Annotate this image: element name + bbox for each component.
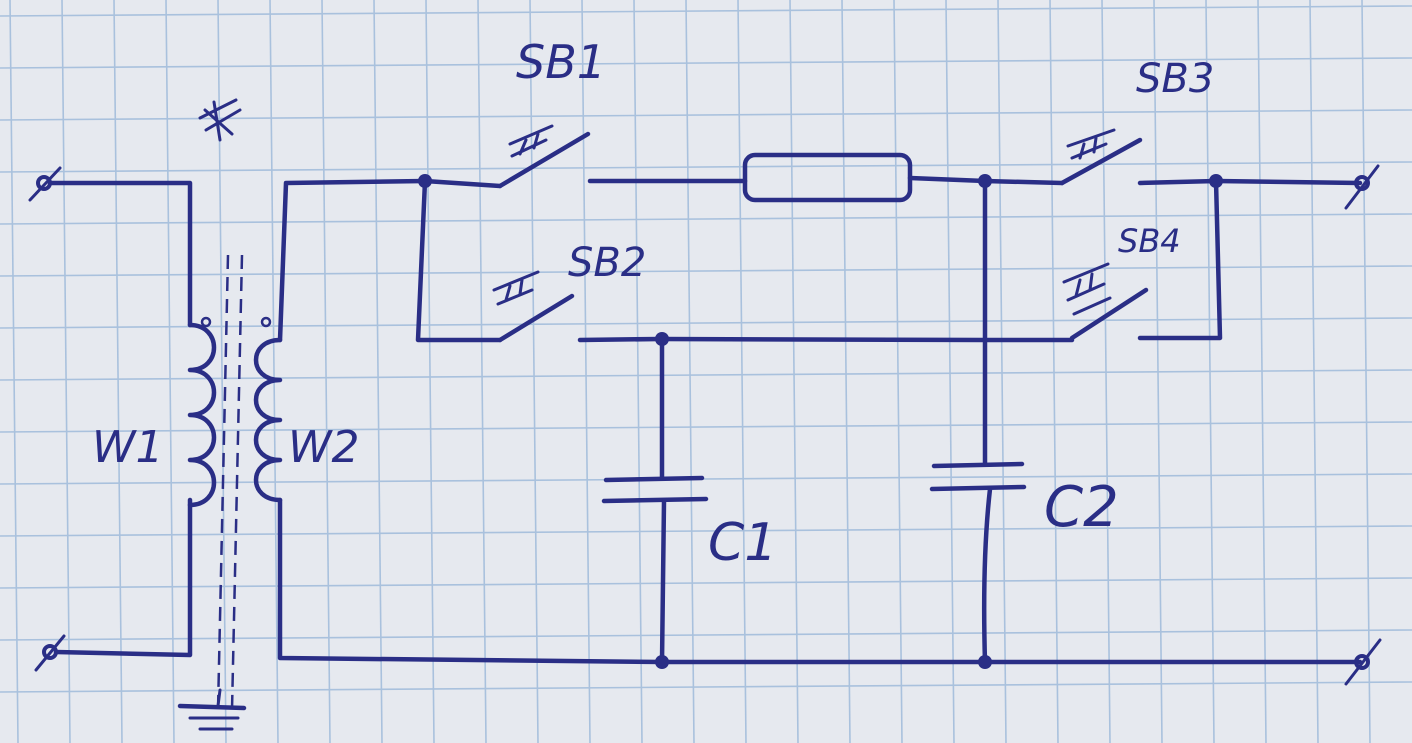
grid-line-horizontal	[0, 317, 1412, 329]
junction-dot	[655, 655, 669, 669]
grid-line-vertical	[945, 0, 955, 743]
grid-line-vertical	[789, 0, 799, 743]
grid-line-vertical	[373, 0, 383, 743]
grid-line-horizontal	[0, 473, 1412, 485]
grid-line-vertical	[1361, 0, 1371, 743]
grid-line-horizontal	[0, 57, 1412, 69]
grid-line-vertical	[581, 0, 591, 743]
grid-line-vertical	[165, 0, 175, 743]
grid-line-vertical	[997, 0, 1007, 743]
transformer-core	[216, 254, 244, 711]
junction-dot	[1209, 174, 1223, 188]
grid-line-horizontal	[0, 369, 1412, 381]
secondary-winding	[253, 337, 283, 503]
primary-polarity-dot	[200, 316, 212, 328]
grid-line-vertical	[9, 0, 19, 743]
grid-line-vertical	[633, 0, 643, 743]
grid-line-horizontal	[0, 629, 1412, 641]
secondary-wire-top	[277, 178, 428, 343]
sb1-input-wire	[422, 178, 503, 189]
label-sb1: SB1	[516, 35, 606, 89]
grid-line-horizontal	[0, 213, 1412, 225]
c1-wire-bottom	[659, 498, 667, 665]
grid-line-vertical	[893, 0, 903, 743]
transformer-mark-icon	[198, 98, 242, 142]
primary-wire-top	[47, 180, 193, 328]
grid-line-vertical	[1049, 0, 1059, 743]
pushbutton-switch-sb1	[497, 124, 591, 189]
grid-line-horizontal	[0, 5, 1412, 17]
output-terminal-top	[1344, 164, 1380, 210]
grid-line-horizontal	[0, 161, 1412, 173]
grid-line-vertical	[685, 0, 695, 743]
c2-wire-bottom	[981, 486, 993, 665]
grid-line-horizontal	[0, 421, 1412, 433]
grid-line-vertical	[113, 0, 123, 743]
grid-line-horizontal	[0, 681, 1412, 693]
output-wire-top	[1213, 178, 1363, 186]
grid-line-vertical	[61, 0, 71, 743]
ground-icon	[177, 688, 247, 731]
label-sb3: SB3	[1136, 56, 1214, 102]
primary-wire-bottom	[53, 497, 193, 658]
grid-line-vertical	[737, 0, 747, 743]
grid-line-vertical	[269, 0, 279, 743]
label-w2: W2	[288, 422, 360, 473]
right-bus-wire	[1137, 178, 1223, 341]
grid-line-vertical	[1309, 0, 1319, 743]
left-bus-wire	[415, 178, 503, 343]
pushbutton-switch-sb4	[1062, 262, 1149, 341]
output-terminal-bottom	[1344, 638, 1382, 686]
capacitor-icon-c2	[929, 461, 1027, 492]
junction-dot	[418, 174, 432, 188]
pushbutton-switch-sb2	[492, 270, 575, 343]
label-c2: C2	[1044, 475, 1119, 540]
primary-winding	[187, 322, 217, 508]
label-sb4: SB4	[1118, 222, 1181, 260]
grid-line-horizontal	[0, 265, 1412, 277]
label-sb2: SB2	[568, 240, 646, 286]
middle-wire	[577, 336, 1075, 343]
grid-line-vertical	[425, 0, 435, 743]
label-c1: C1	[708, 513, 777, 573]
grid-line-vertical	[477, 0, 487, 743]
grid-line-horizontal	[0, 525, 1412, 537]
capacitor-icon-c1	[601, 475, 709, 504]
grid-line-vertical	[529, 0, 539, 743]
junction-dot	[978, 655, 992, 669]
secondary-polarity-dot	[260, 316, 272, 328]
pushbutton-switch-sb3	[1059, 128, 1143, 186]
grid-line-vertical	[841, 0, 851, 743]
junction-dot	[978, 174, 992, 188]
grid-line-horizontal	[0, 109, 1412, 121]
junction-dot	[655, 332, 669, 346]
grid-line-vertical	[321, 0, 331, 743]
label-w1: W1	[92, 422, 164, 473]
